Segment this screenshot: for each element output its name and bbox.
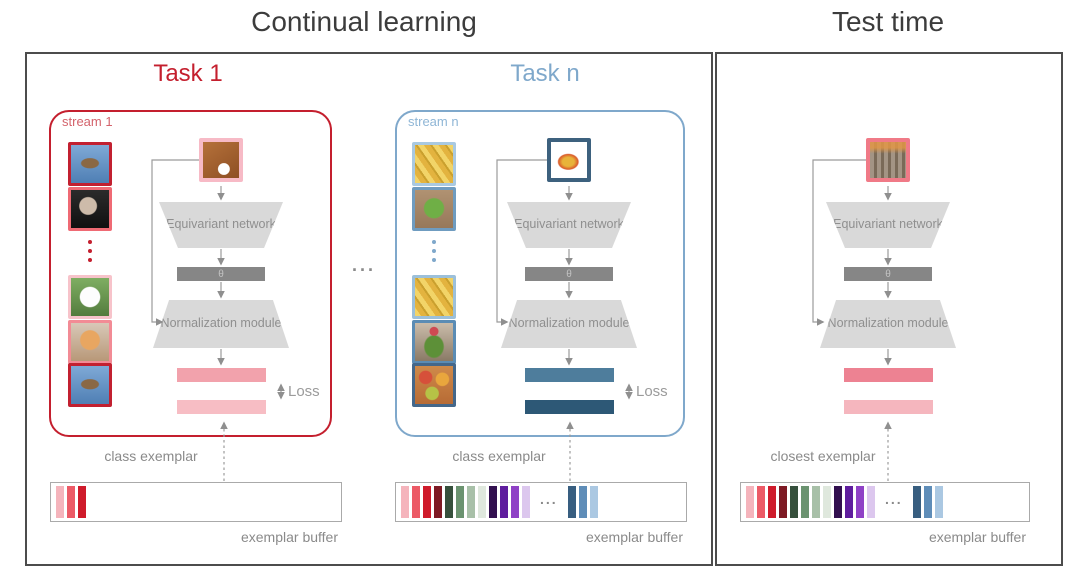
buffer-strip <box>834 486 842 518</box>
buffer-strip <box>401 486 409 518</box>
buffer-strip <box>567 486 576 518</box>
buffer-strip <box>823 486 831 518</box>
buffer-strip <box>746 486 754 518</box>
buffer-strip <box>812 486 820 518</box>
mango-input-image <box>547 138 591 182</box>
exemplar-buffer-task1 <box>50 482 342 522</box>
buffer-strip <box>912 486 921 518</box>
embedding-bar-top-test <box>844 368 933 382</box>
embedding-bar-bottom-taskn <box>525 400 614 414</box>
embedding-bar-top-taskn <box>525 368 614 382</box>
buffer-strip <box>489 486 497 518</box>
loss-label-task1: Loss <box>288 383 320 400</box>
exemplar-buffer-caption-test: exemplar buffer <box>928 529 1026 545</box>
taskn-title: Task n <box>510 60 580 87</box>
buffer-strip <box>522 486 530 518</box>
gray-cat-image <box>68 187 112 231</box>
white-dog-image <box>68 275 112 319</box>
buffer-strip <box>578 486 587 518</box>
loss-label-taskn: Loss <box>636 383 668 400</box>
streamn-ellipsis-dots <box>412 240 456 262</box>
buffer-strip <box>790 486 798 518</box>
buffer-strip <box>478 486 486 518</box>
class-exemplar-label-task1: class exemplar <box>104 448 198 464</box>
normalization-module-block-task1: Normalization module <box>153 300 289 348</box>
exemplar-buffer-taskn: ... <box>395 482 687 522</box>
exemplar-buffer-caption-task1: exemplar buffer <box>240 529 338 545</box>
watermelon-image <box>412 187 456 231</box>
buffer-strip <box>856 486 864 518</box>
buffer-strip <box>445 486 453 518</box>
exemplar-buffer-caption-taskn: exemplar buffer <box>585 529 683 545</box>
buffer-strip <box>511 486 519 518</box>
embedding-bar-bottom-task1 <box>177 400 266 414</box>
buffer-strip <box>423 486 431 518</box>
buffer-strip <box>67 486 75 518</box>
equivariant-network-block-test: Equivariant network <box>826 202 950 248</box>
buffer-strip <box>56 486 64 518</box>
buffer-strip <box>757 486 765 518</box>
embedding-bar-top-task1 <box>177 368 266 382</box>
buffer-ellipsis: ... <box>540 491 558 507</box>
buffer-strip <box>867 486 875 518</box>
mangoes-image <box>412 363 456 407</box>
stream1-label: stream 1 <box>62 114 113 129</box>
banana-bunch-image <box>412 275 456 319</box>
buffer-strip <box>801 486 809 518</box>
corgi-input-image <box>199 138 243 182</box>
buffer-strip <box>923 486 932 518</box>
buffer-strip <box>434 486 442 518</box>
equivariant-network-block-task1: Equivariant network <box>159 202 283 248</box>
embedding-bar-bottom-test <box>844 400 933 414</box>
theta-bar-test: θ <box>844 267 932 281</box>
buffer-strip <box>779 486 787 518</box>
buffer-strip <box>934 486 943 518</box>
carved-watermelon-image <box>412 320 456 364</box>
buffer-ellipsis: ... <box>885 491 903 507</box>
buffer-strip <box>500 486 508 518</box>
closest-exemplar-label: closest exemplar <box>770 448 876 464</box>
hawk-image-2 <box>68 363 112 407</box>
exemplar-buffer-test: ... <box>740 482 1030 522</box>
cat-input-image <box>866 138 910 182</box>
orange-cat-image <box>68 320 112 364</box>
buffer-strip <box>467 486 475 518</box>
buffer-strip <box>845 486 853 518</box>
test-time-title: Test time <box>831 6 945 37</box>
buffer-strip <box>456 486 464 518</box>
buffer-strip <box>589 486 598 518</box>
equivariant-network-block-taskn: Equivariant network <box>507 202 631 248</box>
buffer-strip <box>78 486 86 518</box>
bananas-image <box>412 142 456 186</box>
hawk-image <box>68 142 112 186</box>
buffer-strip <box>412 486 420 518</box>
streamn-label: stream n <box>408 114 459 129</box>
buffer-strip <box>768 486 776 518</box>
task1-title: Task 1 <box>153 60 223 87</box>
tasks-ellipsis: ... <box>351 255 376 275</box>
normalization-module-block-taskn: Normalization module <box>501 300 637 348</box>
stream1-ellipsis-dots <box>68 240 112 262</box>
normalization-module-block-test: Normalization module <box>820 300 956 348</box>
class-exemplar-label-taskn: class exemplar <box>452 448 546 464</box>
theta-bar-taskn: θ <box>525 267 613 281</box>
theta-bar-task1: θ <box>177 267 265 281</box>
continual-learning-title: Continual learning <box>251 6 477 37</box>
